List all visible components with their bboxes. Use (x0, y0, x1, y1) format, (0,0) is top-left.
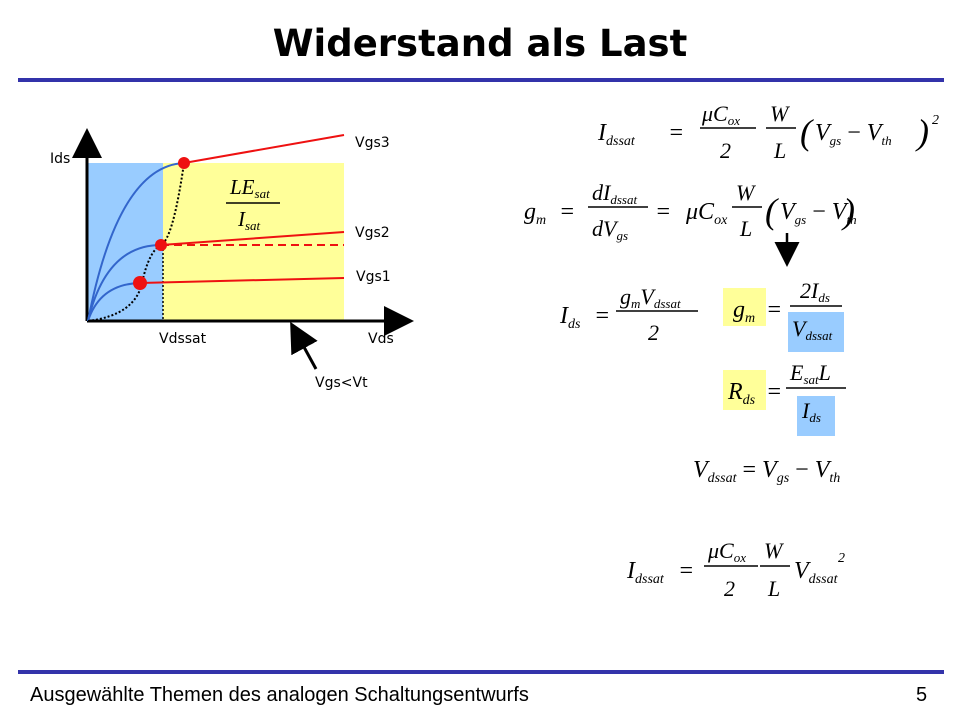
svg-text:W: W (770, 101, 790, 126)
svg-text:Vgs − Vth: Vgs − Vth (815, 120, 892, 148)
svg-text:gm: gm (524, 199, 546, 228)
formula-gm: gm = dIdssat dVgs = μCox W L ( Vgs − Vth… (524, 180, 857, 243)
svg-text:L: L (767, 576, 780, 601)
triode-curve-vgs2 (87, 244, 162, 322)
vgs-below-vt-label: Vgs<Vt (315, 375, 368, 391)
sat-curve-vgs3 (183, 134, 345, 164)
svg-text:L: L (773, 138, 786, 163)
x-axis-label: Vds (368, 331, 394, 347)
svg-text:gmVdssat: gmVdssat (620, 284, 681, 311)
sat-curve-vgs2 (160, 231, 345, 246)
svg-text:μCox: μCox (707, 538, 746, 565)
svg-text:W: W (736, 180, 756, 205)
svg-text:2: 2 (838, 551, 845, 566)
svg-text:): ) (841, 191, 855, 231)
formula-rds: Rds = EsatL Ids (723, 360, 846, 436)
svg-text:EsatL: EsatL (789, 360, 831, 387)
iv-plot: LEsat Isat Ids Vds Vdssat Vgs3 Vgs2 Vgs1… (50, 128, 414, 391)
vdssat-label: Vdssat (159, 331, 207, 347)
svg-text:2: 2 (720, 138, 731, 163)
svg-text:μCox: μCox (685, 199, 728, 228)
svg-text:): ) (915, 112, 929, 152)
operating-point-vgs2 (155, 239, 167, 251)
svg-text:W: W (764, 538, 784, 563)
svg-text:Rds: Rds (727, 379, 756, 408)
svg-text:=: = (766, 297, 782, 323)
svg-text:Vgs − Vth: Vgs − Vth (780, 199, 857, 227)
svg-text:=: = (594, 303, 610, 329)
footer-text: Ausgewählte Themen des analogen Schaltun… (30, 684, 529, 706)
svg-text:(: ( (765, 191, 779, 231)
page-number: 5 (916, 684, 928, 706)
triode-curve-vgs1 (87, 282, 141, 322)
y-axis-label: Ids (50, 151, 70, 167)
formula-gm-ids: gm = 2Ids Vdssat (723, 278, 844, 352)
svg-text:=: = (655, 199, 671, 225)
svg-text:2Ids: 2Ids (800, 278, 830, 305)
svg-text:Idssat: Idssat (626, 558, 665, 587)
svg-text:(: ( (800, 112, 814, 152)
slide-title: Widerstand als Last (272, 22, 688, 65)
curve-label-vgs3: Vgs3 (355, 135, 390, 151)
operating-point-vgs3 (178, 157, 190, 169)
svg-text:Vdssat: Vdssat (794, 558, 839, 587)
curve-label-vgs2: Vgs2 (355, 225, 390, 241)
svg-text:=: = (766, 379, 782, 405)
title-rule (18, 78, 944, 82)
svg-text:Vdssat = Vgs − Vth: Vdssat = Vgs − Vth (693, 457, 840, 486)
svg-text:dVgs: dVgs (592, 216, 628, 243)
svg-text:Idssat: Idssat (597, 120, 636, 149)
formula-ids: Ids = gmVdssat 2 (559, 284, 698, 345)
triode-region (88, 163, 163, 321)
formula-idssat-vdssat: Idssat = μCox 2 W L Vdssat 2 (626, 538, 845, 601)
svg-text:2: 2 (724, 576, 735, 601)
operating-point-vgs1 (133, 276, 147, 290)
curve-label-vgs1: Vgs1 (356, 269, 391, 285)
footer-rule (18, 670, 944, 674)
svg-text:2: 2 (648, 320, 659, 345)
svg-text:L: L (739, 216, 752, 241)
svg-text:=: = (668, 120, 684, 146)
svg-text:μCox: μCox (701, 101, 740, 128)
svg-text:dIdssat: dIdssat (592, 180, 637, 207)
svg-text:2: 2 (932, 113, 939, 128)
svg-text:Ids: Ids (559, 303, 581, 332)
formula-idssat-vgs: Idssat = μCox 2 W L ( Vgs − Vth ) 2 (597, 101, 939, 163)
svg-text:=: = (678, 558, 694, 584)
formula-vdssat: Vdssat = Vgs − Vth (693, 457, 840, 486)
vgs-below-vt-arrow (290, 321, 318, 370)
triode-curve-vgs3 (87, 162, 185, 322)
svg-text:=: = (559, 199, 575, 225)
saturation-boundary (87, 162, 185, 322)
sat-curve-vgs1 (139, 277, 345, 284)
